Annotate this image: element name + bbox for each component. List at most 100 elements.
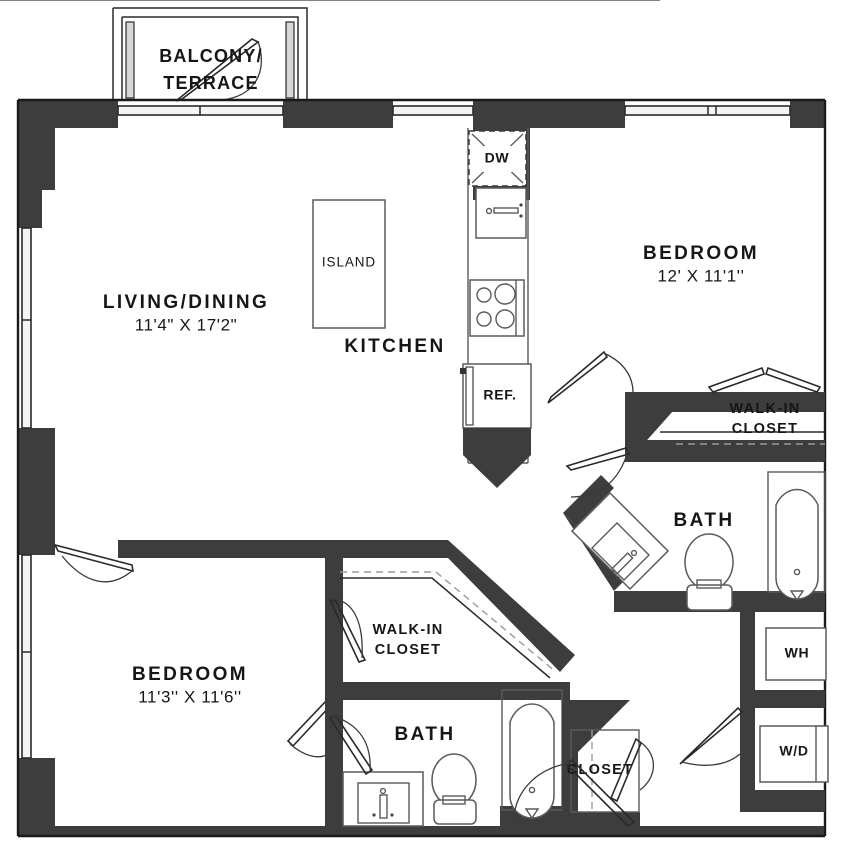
washer-dryer-closet: W/D [679, 706, 829, 812]
burner-front-right [495, 309, 515, 329]
walkin2-label-line2: CLOSET [375, 642, 442, 658]
wall-top-seg-c [790, 100, 825, 128]
balcony-terrace-region: BALCONY/ TERRACE [112, 7, 308, 102]
wall-top-seg-a [55, 100, 118, 128]
walk-in-closet-1-region: WALK-IN CLOSET [0, 0, 825, 462]
sink-faucet-spout [493, 207, 519, 214]
walkin2-label-line1: WALK-IN [372, 622, 443, 638]
wall-left-lower-notch [18, 772, 48, 826]
wd-wall-left [740, 708, 755, 800]
bath2-toilet-seat-link [442, 795, 466, 805]
bath-1-name: BATH [674, 510, 735, 531]
living-dining-name: LIVING/DINING [103, 292, 269, 313]
bath1-door-leaf [565, 447, 631, 471]
walkin1-door-left-leaf [707, 366, 766, 393]
bedroom-1-region: BEDROOM 12' X 11'1'' [547, 243, 759, 413]
bath1-toilet-tank [686, 584, 733, 611]
bedroom2-wall-right [325, 558, 343, 700]
walkin1-label-line2: CLOSET [732, 421, 799, 437]
water-heater-unit [765, 627, 827, 681]
walkin1-label-line1: WALK-IN [729, 401, 800, 417]
refrigerator-door-edge [465, 366, 474, 426]
burner-back-right [494, 283, 516, 305]
bath1-door-swing [570, 450, 629, 498]
walkin2-door-leaf [328, 598, 367, 663]
wd-wall-bottom [740, 790, 825, 812]
living-dining-dimensions: 11'4" X 17'2" [135, 315, 238, 334]
living-door-swing [61, 555, 134, 583]
sink-hole-b [519, 214, 523, 218]
bath-1-region: BATH [563, 447, 826, 612]
washer-dryer-label: W/D [779, 743, 808, 759]
refrigerator-label: REF. [483, 387, 516, 403]
living-dining-room: LIVING/DINING 11'4" X 17'2" [53, 292, 269, 583]
bath1-tub-drain [793, 568, 801, 576]
entry-hall-region [513, 758, 636, 828]
water-heater-closet: WH [740, 612, 827, 708]
bath1-toilet-seat-link [696, 579, 722, 589]
bath1-faucet [611, 552, 634, 575]
bath2-tub-drain [528, 786, 536, 794]
walkin2-rod [340, 577, 551, 679]
balcony-rail-left [125, 21, 135, 99]
bedroom-1-dimensions: 12' X 11'1'' [658, 266, 745, 285]
bath-2-region: BATH [325, 689, 570, 827]
wall-left-mid [18, 428, 55, 555]
living-door-leaf [53, 543, 134, 573]
bedroom-2-name: BEDROOM [132, 664, 248, 685]
bath2-tap-a [372, 813, 376, 817]
bath2-toilet-bowl [431, 753, 477, 807]
wh-wall-bottom [740, 690, 825, 708]
entry-door-leaf [565, 758, 636, 828]
kitchen-name: KITCHEN [344, 336, 445, 357]
bath2-tap-b [390, 813, 394, 817]
windows [21, 105, 791, 759]
balcony-door-swing [221, 40, 262, 101]
bath1-toilet-bowl [684, 533, 734, 591]
refrigerator-handle [460, 368, 466, 374]
walkin2-wall-bottom [343, 682, 570, 700]
island-label: ISLAND [322, 255, 376, 270]
wh-wall-left [740, 612, 755, 700]
burner-front-left [476, 311, 492, 327]
walkin2-door-swing [331, 598, 363, 659]
bath1-vanity-counter [570, 491, 670, 591]
bath2-toilet-tank [433, 799, 477, 825]
kitchen-pier-wall [463, 428, 531, 488]
bath2-sink-drain [379, 787, 387, 795]
closet-label: CLOSET [567, 762, 634, 778]
closet-interior [570, 729, 640, 813]
bath1-tub-basin [775, 488, 819, 600]
walkin2-shelf [340, 571, 557, 673]
dishwasher-label: DW [485, 150, 510, 166]
balcony-label-line2: TERRACE [163, 73, 258, 93]
bath2-sink-basin [357, 782, 410, 824]
bath1-tub-spout [789, 590, 805, 602]
water-heater-label: WH [785, 645, 810, 661]
balcony-label-line1: BALCONY/ [159, 46, 263, 66]
walk-in-closet-2-region: WALK-IN CLOSET [328, 540, 575, 700]
bedroom-1-door-leaf [547, 350, 609, 404]
bedroom-1-name: BEDROOM [643, 243, 759, 264]
wall-bottom [18, 826, 630, 836]
burner-back-left [476, 287, 492, 303]
bath1-sink-drain [630, 549, 638, 557]
walkin1-door-right-leaf [764, 366, 822, 393]
wd-door-swing [681, 753, 741, 766]
kitchen-region: ISLAND KITCHEN DW REF. [312, 128, 532, 488]
bath2-tub-spout [524, 808, 540, 820]
wall-top-seg-b [283, 100, 393, 128]
bath2-tub-basin [509, 703, 555, 819]
bath1-tap-a [610, 570, 614, 574]
hall-closet-region: CLOSET [562, 700, 654, 826]
bath-2-name: BATH [395, 724, 456, 745]
bedroom-2-dimensions: 11'3'' X 11'6'' [138, 687, 241, 706]
bath2-door-swing [332, 715, 371, 773]
wd-door-leaf [679, 706, 744, 765]
bedroom-2-region: BEDROOM 11'3'' X 11'6'' [118, 540, 448, 758]
closet-wall-bottom-fix [570, 812, 640, 826]
bath1-tap-b [616, 576, 620, 580]
